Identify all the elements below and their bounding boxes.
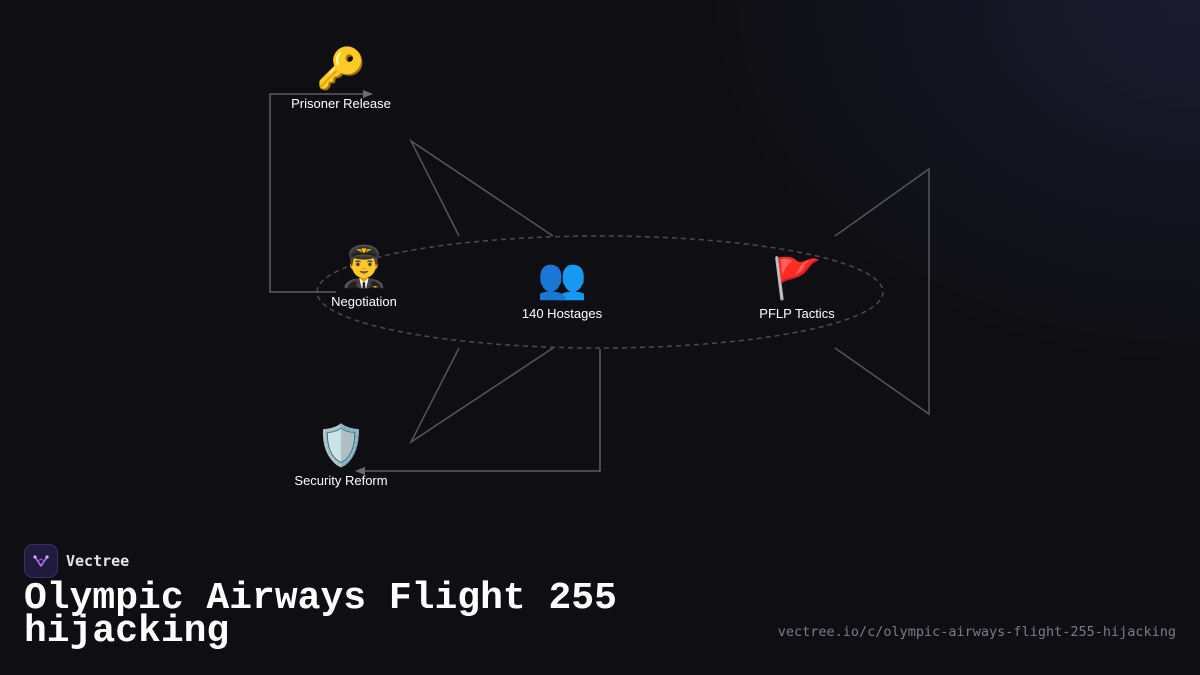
source-url[interactable]: vectree.io/c/olympic-airways-flight-255-… (777, 624, 1176, 640)
node-label: 140 Hostages (521, 306, 603, 321)
brand: Vectree (24, 544, 129, 578)
page-title: Olympic Airways Flight 255 hijacking (24, 577, 617, 653)
edge-hostages-to-security-reform (355, 349, 601, 475)
node-negotiation[interactable]: 👨‍✈️ Negotiation (331, 244, 397, 309)
node-pflp-tactics[interactable]: 🚩 PFLP Tactics (759, 256, 834, 321)
shield-icon: 🛡️ (316, 423, 366, 469)
key-icon: 🔑 (316, 46, 366, 92)
node-label: Security Reform (294, 473, 388, 488)
lower-wing-outline (409, 347, 554, 445)
pilot-icon: 👨‍✈️ (339, 244, 389, 290)
red-flag-icon: 🚩 (772, 256, 822, 302)
node-prisoner-release[interactable]: 🔑 Prisoner Release (291, 46, 391, 111)
tail-outline (834, 167, 930, 416)
people-icon: 👥 (537, 256, 587, 302)
node-security-reform[interactable]: 🛡️ Security Reform (294, 423, 387, 488)
node-hostages[interactable]: 👥 140 Hostages (522, 256, 602, 321)
fuselage-outline (316, 235, 884, 349)
node-label: Prisoner Release (291, 96, 391, 111)
node-label: PFLP Tactics (759, 306, 835, 321)
node-label: Negotiation (331, 294, 397, 309)
edge-negotiation-to-prisoner-release (269, 90, 373, 293)
brand-name: Vectree (66, 552, 130, 570)
vectree-logo-icon (24, 544, 58, 578)
upper-wing-outline (409, 138, 554, 237)
